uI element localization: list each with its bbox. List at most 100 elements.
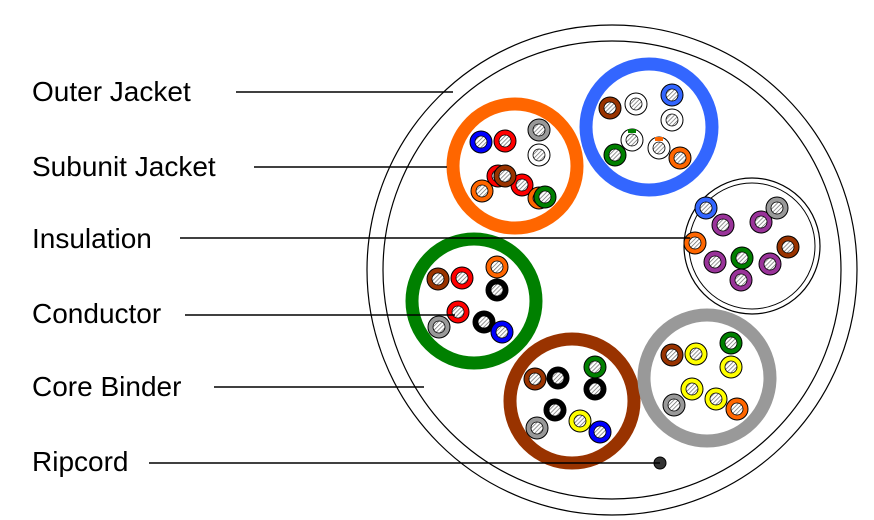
- wire: [493, 129, 517, 153]
- wire: [568, 409, 592, 433]
- wire: [749, 210, 773, 234]
- wire-conductor: [724, 336, 738, 350]
- label-subunit-jacket: Subunit Jacket: [32, 151, 216, 182]
- wire-conductor: [652, 141, 666, 155]
- label-insulation: Insulation: [32, 223, 152, 254]
- wire: [469, 130, 493, 154]
- wire-conductor: [688, 236, 702, 250]
- wire-conductor: [667, 398, 681, 412]
- wire: [446, 300, 470, 324]
- wire-group: [469, 118, 557, 210]
- wire-conductor: [708, 255, 722, 269]
- wire: [730, 246, 754, 270]
- wire: [729, 268, 753, 292]
- wire: [660, 83, 684, 107]
- wire-group: [598, 83, 692, 170]
- wire: [603, 143, 627, 167]
- subunit-jacket: [579, 57, 719, 197]
- wire: [598, 96, 622, 120]
- wire-conductor: [490, 260, 504, 274]
- wire-conductor: [532, 148, 546, 162]
- wire-group: [683, 196, 800, 292]
- wire: [427, 315, 451, 339]
- wire: [450, 266, 474, 290]
- wire-stripe: [655, 137, 663, 141]
- wire-group: [523, 355, 612, 444]
- wire: [485, 278, 509, 302]
- wire: [527, 118, 551, 142]
- wire: [704, 387, 728, 411]
- wire-group: [426, 255, 514, 344]
- wire-conductor: [781, 240, 795, 254]
- wire: [485, 255, 509, 279]
- wire: [588, 420, 612, 444]
- wire: [765, 196, 789, 220]
- wire: [543, 398, 567, 422]
- wire-conductor: [665, 348, 679, 362]
- wire: [719, 331, 743, 355]
- wire: [546, 366, 570, 390]
- wire: [660, 108, 684, 132]
- wire: [470, 179, 494, 203]
- subunit-brown: [503, 332, 641, 470]
- wire: [620, 128, 644, 152]
- wire-conductor: [548, 403, 562, 417]
- wire-conductor: [665, 113, 679, 127]
- wire-conductor: [603, 101, 617, 115]
- wire-group: [660, 331, 749, 421]
- wire: [527, 143, 551, 167]
- wire: [583, 377, 607, 401]
- wire: [668, 146, 692, 170]
- wire-conductor: [588, 382, 602, 396]
- wire: [533, 185, 557, 209]
- wire: [719, 355, 743, 379]
- wire-conductor: [629, 97, 643, 111]
- wire: [694, 196, 718, 220]
- wire-conductor: [455, 271, 469, 285]
- wire: [680, 377, 704, 401]
- wire-conductor: [608, 148, 622, 162]
- wire: [523, 367, 547, 391]
- wire: [662, 393, 686, 417]
- wire-conductor: [474, 135, 488, 149]
- wire: [583, 355, 607, 379]
- subunit-white: [683, 177, 821, 315]
- wire: [758, 252, 782, 276]
- wire-conductor: [734, 273, 748, 287]
- subunit-green: [405, 232, 543, 370]
- label-core-binder: Core Binder: [32, 371, 182, 402]
- wire-conductor: [475, 184, 489, 198]
- wire-conductor: [689, 347, 703, 361]
- wire-conductor: [735, 251, 749, 265]
- wire-conductor: [431, 272, 445, 286]
- wire-conductor: [432, 320, 446, 334]
- subunit-jacket: [503, 332, 641, 470]
- wire-conductor: [625, 133, 639, 147]
- subunit-gray: [637, 308, 777, 448]
- wire-conductor: [770, 201, 784, 215]
- wire-conductor: [754, 215, 768, 229]
- wire: [776, 235, 800, 259]
- wire-conductor: [588, 360, 602, 374]
- wire: [490, 320, 514, 344]
- wire-conductor: [532, 123, 546, 137]
- wire-conductor: [593, 425, 607, 439]
- subunit-jacket: [446, 97, 584, 235]
- wire: [493, 164, 517, 188]
- wire-conductor: [763, 257, 777, 271]
- wire: [711, 213, 735, 237]
- label-conductor: Conductor: [32, 298, 162, 329]
- wire-conductor: [528, 372, 542, 386]
- wire-conductor: [490, 283, 504, 297]
- label-ripcord: Ripcord: [32, 446, 129, 477]
- wire: [647, 136, 671, 160]
- wire-conductor: [699, 201, 713, 215]
- subunit-jacket: [637, 308, 777, 448]
- wire-conductor: [709, 392, 723, 406]
- subunit-blue: [579, 57, 719, 197]
- wire: [472, 310, 496, 334]
- wire-conductor: [498, 169, 512, 183]
- wire: [684, 342, 708, 366]
- wire: [426, 267, 450, 291]
